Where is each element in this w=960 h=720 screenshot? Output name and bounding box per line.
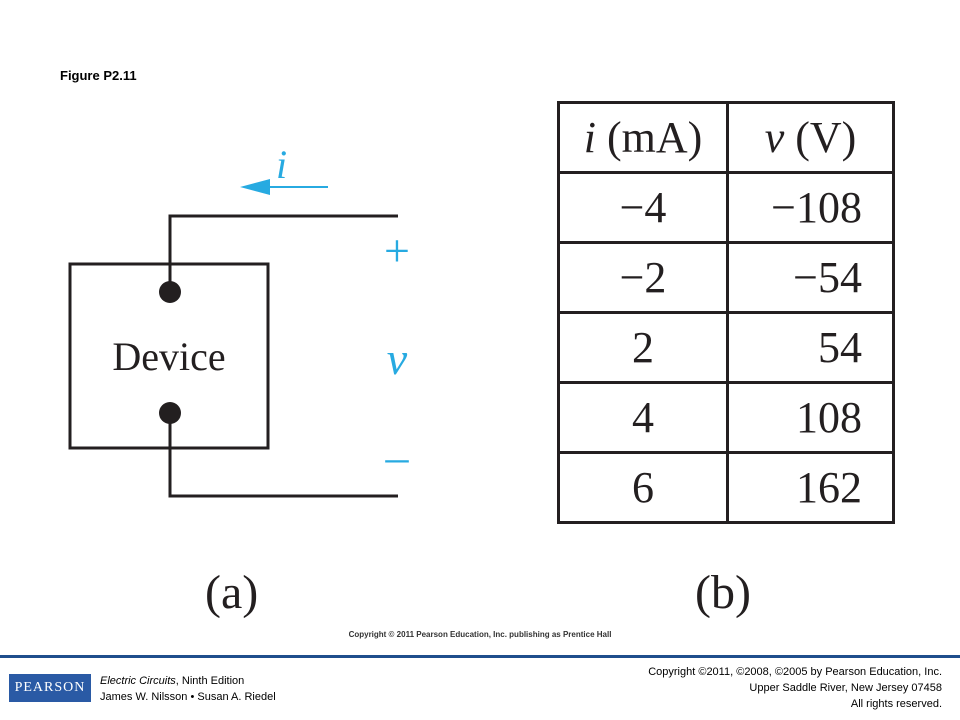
top-wire	[168, 214, 398, 292]
table-row: 2 54	[557, 311, 895, 384]
panel-label-a: (a)	[205, 566, 259, 619]
voltage-cell: 108	[726, 381, 895, 454]
current-symbol: i	[276, 142, 287, 187]
book-title-line: Electric Circuits, Ninth Edition	[100, 673, 276, 689]
book-edition: , Ninth Edition	[175, 675, 245, 687]
voltage-symbol: v	[387, 333, 408, 384]
header-current-var: i	[583, 113, 596, 162]
panel-label-b: (b)	[695, 566, 751, 619]
plus-sign: +	[384, 225, 410, 276]
current-arrowhead	[240, 179, 270, 195]
current-cell: −2	[557, 241, 729, 314]
header-voltage-var: v	[764, 113, 785, 162]
minus-sign: –	[385, 431, 410, 482]
voltage-cell: −108	[726, 171, 895, 244]
header-current-unit: (mA)	[595, 113, 703, 162]
header-voltage-unit: (V)	[784, 113, 857, 162]
current-cell: 2	[557, 311, 729, 384]
current-cell: −4	[557, 171, 729, 244]
current-cell: 4	[557, 381, 729, 454]
current-cell: 6	[557, 451, 729, 524]
device-label: Device	[112, 334, 225, 379]
table-row: 4 108	[557, 381, 895, 454]
book-info: Electric Circuits, Ninth Edition James W…	[100, 673, 276, 705]
table-row: −4 −108	[557, 171, 895, 244]
device-circuit-diagram: i Device + v –	[68, 142, 410, 498]
device-box	[68, 262, 270, 450]
credit-line: Copyright © 2011 Pearson Education, Inc.…	[348, 630, 612, 639]
book-authors: James W. Nilsson • Susan A. Riedel	[100, 691, 276, 703]
bottom-terminal-dot	[159, 402, 181, 424]
table-row: −2 −54	[557, 241, 895, 314]
figure-title: Figure P2.11	[60, 68, 137, 83]
copyright-line-2: Upper Saddle River, New Jersey 07458	[749, 682, 942, 694]
footer-divider	[0, 655, 960, 658]
copyright-block: Copyright ©2011, ©2008, ©2005 by Pearson…	[648, 664, 942, 712]
table-row: 6 162	[557, 451, 895, 524]
header-voltage: v (V)	[726, 101, 895, 174]
copyright-line-1: Copyright ©2011, ©2008, ©2005 by Pearson…	[648, 666, 942, 678]
top-terminal-dot	[159, 281, 181, 303]
pearson-logo: PEARSON	[9, 674, 91, 702]
voltage-cell: 162	[726, 451, 895, 524]
book-title: Electric Circuits	[100, 675, 176, 687]
voltage-cell: −54	[726, 241, 895, 314]
header-current: i (mA)	[557, 101, 729, 174]
bottom-wire	[168, 413, 398, 498]
table-header-row: i (mA) v (V)	[557, 101, 895, 174]
iv-data-table: i (mA) v (V) −4 −108 −2 −54 2 54 4 108 6…	[557, 101, 895, 524]
voltage-cell: 54	[726, 311, 895, 384]
copyright-line-3: All rights reserved.	[850, 698, 942, 710]
